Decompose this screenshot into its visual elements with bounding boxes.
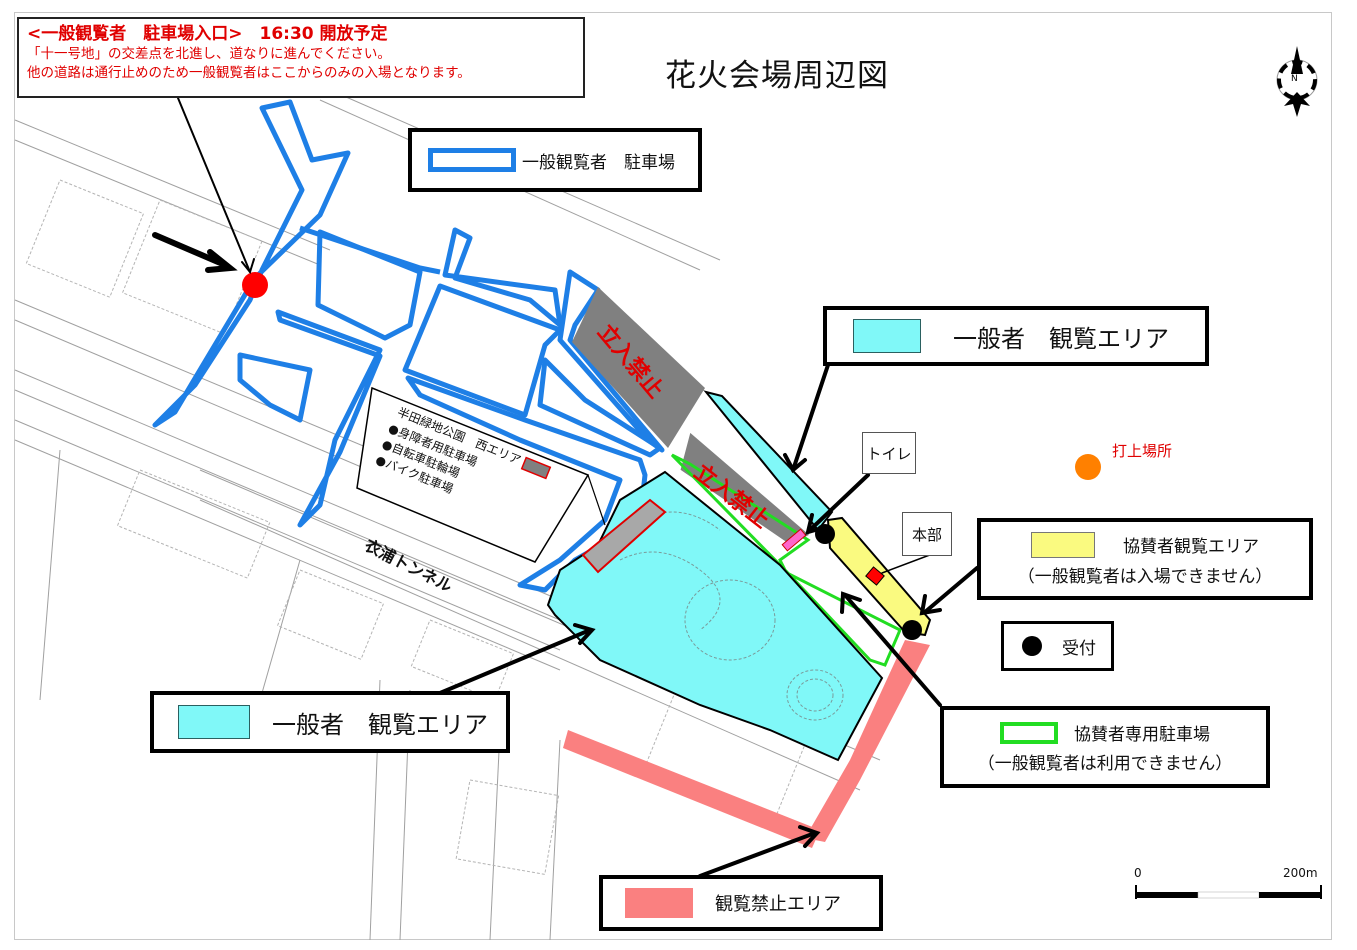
- legend-general-viewing-top: 一般者 観覧エリア: [823, 306, 1209, 366]
- general-parking-label: 一般観覧者 駐車場: [522, 152, 675, 173]
- no-viewing-strip-south: [563, 730, 820, 848]
- toilet-marker: [781, 528, 807, 552]
- notice-line-1: 「十一号地」の交差点を北進し、道なりに進んでください。: [27, 46, 391, 62]
- toilet-callout: トイレ: [862, 432, 916, 474]
- sponsor-viewing-note: （一般観覧者は入場できません）: [1017, 566, 1273, 587]
- sponsor-viewing-swatch: [1031, 531, 1095, 558]
- north-arrow-icon: [1276, 46, 1318, 117]
- scale-bar: [1135, 885, 1322, 899]
- sponsor-parking-swatch: [1000, 721, 1058, 744]
- sponsor-viewing-label: 協賛者観覧エリア: [1123, 537, 1259, 557]
- west-area-swatch: [520, 456, 552, 480]
- west-area-info-box: [356, 386, 590, 563]
- sponsor-parking-note: （一般観覧者は利用できません）: [977, 754, 1233, 774]
- toilet-label: トイレ: [866, 444, 912, 463]
- legend-sponsor-parking: 協賛者専用駐車場 （一般観覧者は利用できません）: [940, 706, 1270, 788]
- no-viewing-label: 観覧禁止エリア: [715, 894, 841, 915]
- no-viewing-strip-east: [805, 640, 930, 842]
- legend-general-viewing-bottom: 一般者 観覧エリア: [150, 691, 510, 753]
- reception-dot: [902, 620, 922, 640]
- notice-line-2: 他の道路は通行止めのため一般観覧者はここからのみの入場となります。: [27, 65, 471, 81]
- headquarters-callout: 本部: [902, 512, 952, 556]
- general-parking-swatch: [428, 148, 516, 172]
- entrance-dot: [242, 272, 268, 298]
- page-title: 花火会場周辺図: [665, 58, 889, 94]
- map-frame: [14, 12, 1332, 940]
- legend-general-parking: 一般観覧者 駐車場: [408, 128, 702, 192]
- headquarters-label: 本部: [911, 525, 942, 544]
- legend-sponsor-viewing: 協賛者観覧エリア （一般観覧者は入場できません）: [977, 518, 1313, 600]
- no-viewing-zones: [563, 640, 930, 848]
- no-entry-zone-1: [572, 287, 705, 448]
- general-viewing-label: 一般者 観覧エリア: [953, 324, 1169, 353]
- notice-heading: <一般観覧者 駐車場入口> 16:30 開放予定: [27, 24, 388, 44]
- reception-label: 受付: [1062, 638, 1096, 659]
- no-viewing-swatch: [625, 888, 693, 918]
- launch-site-dot: [1075, 454, 1101, 480]
- scale-end-label: 200m: [1283, 866, 1318, 880]
- headquarters-marker: [865, 566, 885, 586]
- legend-reception: 受付: [1001, 621, 1114, 671]
- general-viewing-strip: [703, 390, 834, 532]
- general-viewing-swatch: [178, 705, 250, 739]
- sponsor-parking-label: 協賛者専用駐車場: [1074, 725, 1210, 745]
- general-viewing-label: 一般者 観覧エリア: [272, 710, 488, 739]
- reception-swatch: [1022, 636, 1042, 656]
- compass-label: N: [1291, 74, 1298, 84]
- legend-no-viewing: 観覧禁止エリア: [599, 875, 883, 931]
- general-viewing-swatch: [853, 319, 921, 353]
- park-viewing-area: [546, 470, 884, 762]
- launch-site-label: 打上場所: [1112, 442, 1173, 460]
- west-area-lot: [581, 498, 667, 574]
- entrance-notice: <一般観覧者 駐車場入口> 16:30 開放予定 「十一号地」の交差点を北進し、…: [17, 17, 585, 98]
- pointer-arrows: [152, 97, 979, 878]
- scale-start-label: 0: [1134, 866, 1142, 880]
